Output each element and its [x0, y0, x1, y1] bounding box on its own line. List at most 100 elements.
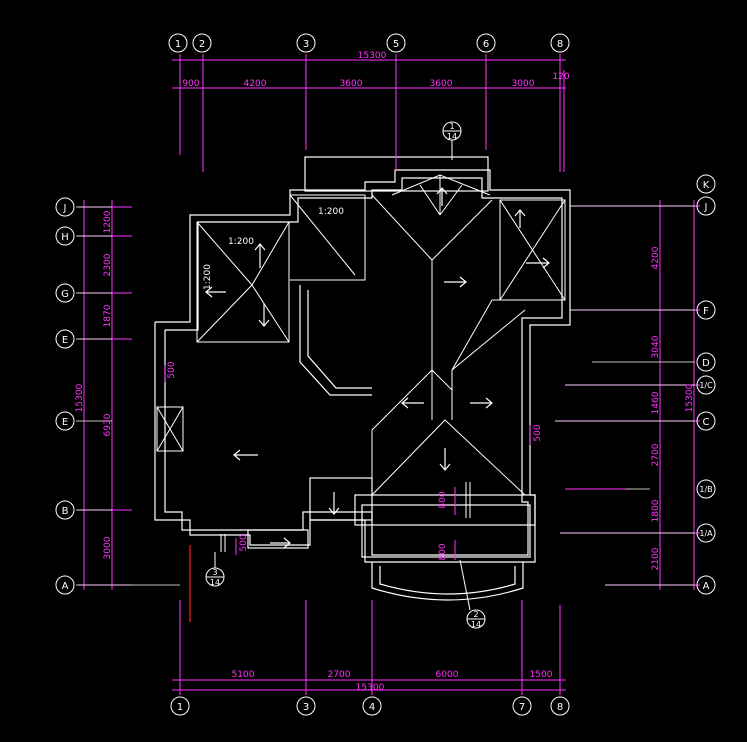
dim-left-segment: 6930 — [103, 413, 113, 436]
svg-text:1/C: 1/C — [699, 381, 713, 390]
axis-bubble-right: 1/C — [696, 375, 716, 395]
axis-bubble-top: 3 — [296, 33, 316, 53]
axis-bubble-left: H — [55, 226, 75, 246]
dim-left-segment: 1870 — [103, 304, 113, 327]
axis-bubble-right: F — [696, 300, 716, 320]
svg-text:3: 3 — [303, 702, 309, 713]
axis-bubbles: 1 2 3 5 6 8 1 3 4 7 8 J H G E E B A K J … — [55, 33, 716, 716]
dim-right-segment: 3040 — [651, 335, 661, 358]
svg-text:1/A: 1/A — [699, 529, 713, 538]
dim-right-segment: 2700 — [651, 443, 661, 466]
dim-top-segment: 3000 — [512, 79, 535, 89]
dim-bottom-segment: 1500 — [530, 670, 553, 680]
axis-bubble-right: D — [696, 352, 716, 372]
arrow-left-icon — [233, 449, 258, 461]
svg-text:K: K — [703, 180, 710, 191]
dim-left-segment: 1200 — [103, 210, 113, 233]
arrow-right-icon — [444, 276, 467, 288]
dim-right-overall: 15300 — [685, 383, 695, 412]
svg-text:7: 7 — [519, 702, 525, 713]
axis-bubble-bottom: 3 — [296, 696, 316, 716]
axis-bubble-right: A — [696, 575, 716, 595]
svg-text:1/B: 1/B — [699, 485, 712, 494]
axis-bubble-left: E — [55, 411, 75, 431]
svg-text:14: 14 — [447, 132, 457, 141]
arrow-left-icon — [205, 286, 226, 298]
dim-left-overall: 15300 — [75, 383, 85, 412]
svg-text:3: 3 — [212, 568, 217, 577]
arrow-right-icon — [526, 257, 550, 269]
axis-bubble-top: 6 — [476, 33, 496, 53]
arrow-down-icon — [439, 448, 451, 471]
axis-bubble-left: G — [55, 283, 75, 303]
svg-text:8: 8 — [557, 702, 563, 713]
svg-text:B: B — [62, 506, 69, 517]
roof-ridges — [156, 174, 566, 552]
svg-text:F: F — [703, 306, 709, 317]
axis-bubble-left: E — [55, 329, 75, 349]
axis-bubble-right: K — [696, 174, 716, 194]
arrow-down-icon — [258, 304, 270, 327]
svg-text:1: 1 — [177, 702, 183, 713]
dim-top-segment: 4200 — [244, 79, 267, 89]
dim-left-segment: 2300 — [103, 253, 113, 276]
axis-bubble-top: 5 — [386, 33, 406, 53]
svg-text:H: H — [61, 232, 69, 243]
dim-top-segment: 900 — [182, 79, 199, 89]
dim-interior: 500 — [239, 534, 249, 551]
axis-bubble-top: 1 — [168, 33, 188, 53]
dim-right-segment: 1800 — [651, 499, 661, 522]
svg-text:2: 2 — [473, 610, 478, 619]
svg-text:E: E — [62, 417, 68, 428]
svg-text:J: J — [704, 202, 708, 213]
svg-text:6: 6 — [483, 39, 489, 50]
dim-top-end-note: 120 — [552, 72, 569, 82]
svg-text:8: 8 — [557, 39, 563, 50]
section-marker: 3 14 — [205, 552, 225, 587]
arrow-up-icon — [254, 243, 266, 268]
dim-bottom-segment: 5100 — [232, 670, 255, 680]
axis-bubble-top: 8 — [550, 33, 570, 53]
dim-interior: 500 — [533, 424, 543, 441]
axis-bubble-bottom: 4 — [362, 696, 382, 716]
axis-bubble-right: 1/B — [696, 479, 716, 499]
axis-bubble-bottom: 1 — [170, 696, 190, 716]
slope-arrows — [205, 187, 550, 549]
section-markers: 1 14 2 14 3 14 — [205, 121, 486, 629]
axis-bubble-right: C — [696, 411, 716, 431]
dim-top-segment: 3600 — [340, 79, 363, 89]
svg-text:5: 5 — [393, 39, 399, 50]
axis-bubble-right: J — [696, 196, 716, 216]
arrow-right-icon — [270, 537, 291, 549]
dim-right-segment: 4200 — [651, 246, 661, 269]
arrow-up-icon — [436, 187, 448, 206]
dim-top-segment: 3600 — [430, 79, 453, 89]
svg-text:A: A — [703, 581, 710, 592]
arrow-down-icon — [328, 492, 340, 515]
svg-text:1: 1 — [175, 39, 181, 50]
svg-text:14: 14 — [471, 620, 481, 629]
axis-bubble-bottom: 7 — [512, 696, 532, 716]
dim-interior: 500 — [167, 361, 177, 378]
dim-interior: 800 — [438, 543, 448, 560]
svg-text:2: 2 — [199, 39, 205, 50]
svg-text:A: A — [62, 581, 69, 592]
svg-text:J: J — [63, 203, 67, 214]
dim-bottom-segment: 2700 — [328, 670, 351, 680]
dim-right-segment: 2100 — [651, 547, 661, 570]
svg-text:D: D — [702, 358, 710, 369]
svg-text:1: 1 — [449, 122, 454, 131]
dim-top-overall: 15300 — [358, 51, 387, 61]
dim-bottom-overall: 15300 — [356, 683, 385, 693]
svg-text:G: G — [61, 289, 69, 300]
dim-bottom-segment: 6000 — [436, 670, 459, 680]
svg-text:C: C — [703, 417, 710, 428]
axis-bubble-right: 1/A — [696, 523, 716, 543]
dim-right-segment: 1460 — [651, 391, 661, 414]
scale-note: 1:200 — [228, 237, 254, 247]
scale-notes: 1:200 1:200 1:200 — [203, 207, 344, 290]
svg-text:14: 14 — [210, 578, 220, 587]
axis-bubble-left: B — [55, 500, 75, 520]
axis-bubble-left: J — [55, 197, 75, 217]
